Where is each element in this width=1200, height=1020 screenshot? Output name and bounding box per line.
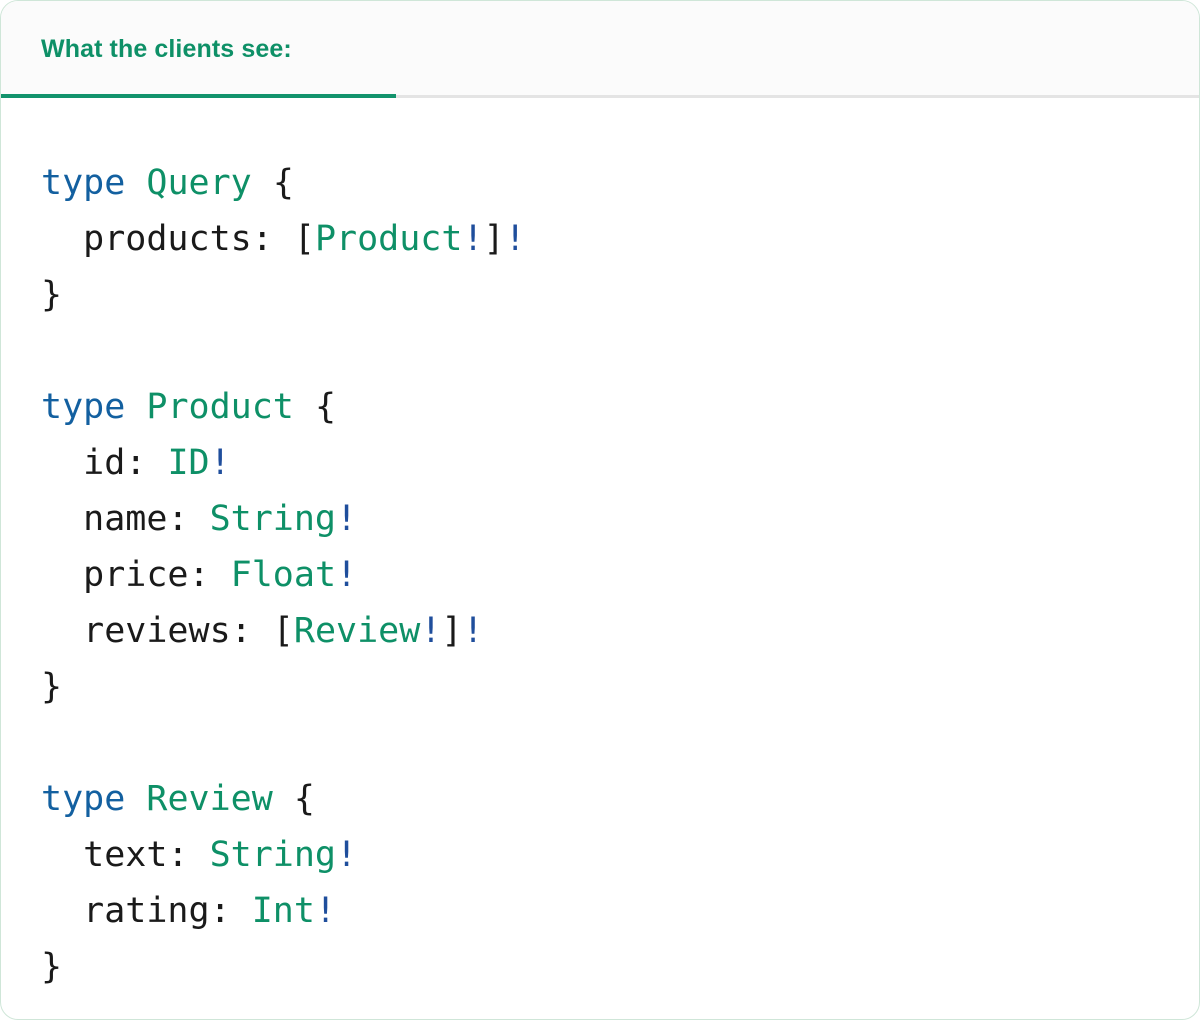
code-token: ! <box>420 611 442 651</box>
code-token: price: <box>41 555 231 595</box>
tab-strip-divider <box>1 95 1199 98</box>
code-token: Float <box>230 555 337 595</box>
code-token: { <box>293 779 315 819</box>
code-token: Review <box>146 779 273 819</box>
code-token: { <box>272 163 294 203</box>
code-token: reviews: <box>41 611 273 651</box>
code-token: } <box>41 275 63 315</box>
code-token: type <box>41 387 126 427</box>
code-line: type Query { <box>41 155 1199 211</box>
code-token: ! <box>336 555 358 595</box>
code-line: type Product { <box>41 379 1199 435</box>
code-line: } <box>41 659 1199 715</box>
code-token: Product <box>314 219 463 259</box>
code-token: Query <box>146 163 252 203</box>
code-line <box>41 715 1199 771</box>
code-token: Product <box>146 387 294 427</box>
code-token: ] <box>441 611 463 651</box>
code-line: text: String! <box>41 827 1199 883</box>
code-token: Review <box>293 611 421 651</box>
code-token: text: <box>41 835 210 875</box>
code-token: ! <box>462 219 484 259</box>
code-token: ! <box>504 219 526 259</box>
code-token: ! <box>209 443 231 483</box>
code-token: ! <box>336 499 358 539</box>
code-line: } <box>41 267 1199 323</box>
code-line: rating: Int! <box>41 883 1199 939</box>
code-token: String <box>209 835 337 875</box>
code-line: } <box>41 939 1199 995</box>
code-token: products: <box>41 219 294 259</box>
code-token: id: <box>41 443 168 483</box>
code-line <box>41 323 1199 379</box>
code-token: [ <box>293 219 315 259</box>
code-token <box>294 387 315 427</box>
code-token <box>252 163 273 203</box>
code-line: products: [Product!]! <box>41 211 1199 267</box>
code-token <box>125 163 146 203</box>
code-token: type <box>41 779 126 819</box>
code-token <box>273 779 294 819</box>
code-line: type Review { <box>41 771 1199 827</box>
code-token: [ <box>272 611 294 651</box>
code-token: String <box>209 499 337 539</box>
code-token <box>125 779 146 819</box>
code-token: name: <box>41 499 210 539</box>
tab-strip: What the clients see: <box>1 1 1199 98</box>
code-token <box>125 387 146 427</box>
code-token: ! <box>314 891 337 931</box>
code-token: rating: <box>41 891 252 931</box>
code-token: Int <box>251 891 315 931</box>
code-token: type <box>41 163 126 203</box>
code-token: ] <box>483 219 505 259</box>
tab-what-the-clients-see[interactable]: What the clients see: <box>1 1 336 98</box>
code-line: name: String! <box>41 491 1199 547</box>
code-token: { <box>314 387 337 427</box>
active-tab-underline <box>1 94 396 98</box>
code-line: id: ID! <box>41 435 1199 491</box>
code-line: price: Float! <box>41 547 1199 603</box>
code-token: } <box>41 947 63 987</box>
code-area: type Query { products: [Product!]!} type… <box>1 98 1199 995</box>
code-token: ! <box>336 835 358 875</box>
code-token: } <box>41 667 63 707</box>
code-token: ID <box>167 443 210 483</box>
code-token: ! <box>462 611 484 651</box>
graphql-schema-code: type Query { products: [Product!]!} type… <box>1 155 1199 995</box>
tab-label: What the clients see: <box>41 35 292 63</box>
code-line: reviews: [Review!]! <box>41 603 1199 659</box>
